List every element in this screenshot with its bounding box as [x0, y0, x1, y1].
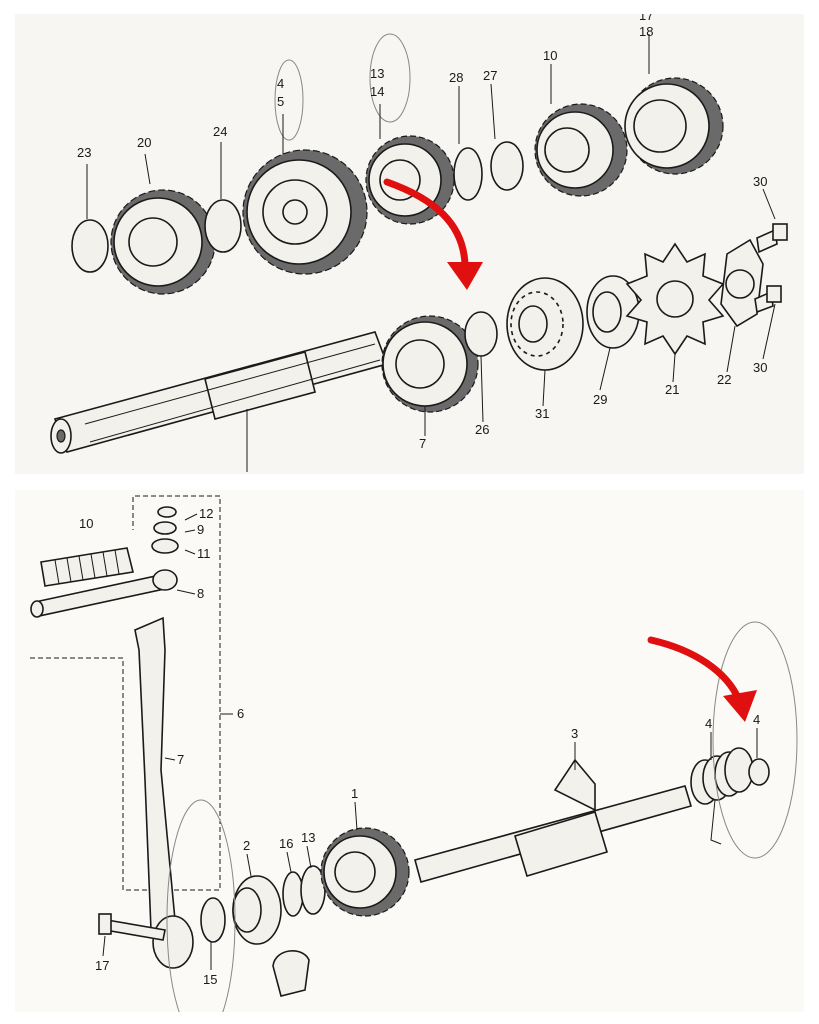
gear-1	[320, 827, 410, 917]
label-12: 12	[199, 506, 213, 521]
clips-12-9-11	[151, 506, 179, 554]
label-7: 7	[419, 436, 426, 451]
label-11: 11	[197, 546, 211, 561]
label-26: 26	[475, 422, 489, 437]
main-shaft	[50, 331, 389, 472]
gear-4-5	[242, 149, 368, 275]
hand-oval-left	[166, 799, 236, 1012]
washer-23	[71, 219, 109, 273]
label-4-washer: 4	[753, 712, 760, 727]
seal-29	[586, 275, 640, 349]
label-17: 17	[639, 14, 653, 23]
label-2: 2	[243, 838, 250, 853]
label-7: 7	[177, 752, 184, 767]
label-4: 4	[277, 76, 284, 91]
label-30-lower: 30	[753, 360, 767, 375]
label-6: 6	[237, 706, 244, 721]
bottom-exploded-view: 12 9 11 10 8 6 7 3 4 4 1 2 16 13 17 15	[30, 495, 798, 1012]
label-20: 20	[137, 135, 151, 150]
top-exploded-view: 23 20 24 4 5 13 14 28 27 10 17 18 30 30 …	[50, 14, 788, 472]
label-10: 10	[79, 516, 93, 531]
ring-16	[282, 871, 304, 917]
label-13: 13	[370, 66, 384, 81]
spring-10	[40, 547, 134, 587]
clip-bottom	[272, 950, 310, 997]
label-23: 23	[77, 145, 91, 160]
bottom-diagram-panel: 12 9 11 10 8 6 7 3 4 4 1 2 16 13 17 15	[15, 490, 804, 1012]
label-28: 28	[449, 70, 463, 85]
gear-7	[381, 315, 479, 413]
spindle-part-2	[232, 875, 282, 945]
washer-27	[490, 141, 524, 191]
label-21: 21	[665, 382, 679, 397]
label-27: 27	[483, 68, 497, 83]
label-13: 13	[301, 830, 315, 845]
washer-24	[204, 199, 242, 253]
return-spring-4	[690, 747, 754, 845]
label-17: 17	[95, 958, 109, 973]
kick-arm-7	[134, 616, 194, 969]
pin-8	[30, 569, 178, 618]
red-arrow-top	[383, 178, 483, 290]
gear-17-18	[624, 77, 724, 175]
sprocket-21	[625, 242, 725, 356]
label-22: 22	[717, 372, 731, 387]
washer-15	[200, 897, 226, 943]
washer-4	[748, 758, 770, 786]
label-9: 9	[197, 522, 204, 537]
label-29: 29	[593, 392, 607, 407]
label-5: 5	[277, 94, 284, 109]
label-30-upper: 30	[753, 174, 767, 189]
bolt-17	[98, 913, 166, 941]
label-1: 1	[351, 786, 358, 801]
gear-20	[110, 189, 216, 295]
gear-10	[534, 103, 628, 197]
kick-spindle-shaft	[414, 758, 693, 883]
label-31: 31	[535, 406, 549, 421]
label-4-spring: 4	[705, 716, 712, 731]
assembly-outline	[30, 495, 221, 891]
clip-28	[453, 147, 483, 201]
label-3: 3	[571, 726, 578, 741]
bearing-31	[506, 277, 584, 371]
lock-plate-22	[720, 238, 764, 328]
label-24: 24	[213, 124, 227, 139]
top-diagram-panel: 23 20 24 4 5 13 14 28 27 10 17 18 30 30 …	[15, 14, 804, 474]
hand-oval-13-14	[369, 33, 411, 123]
label-14: 14	[370, 84, 384, 99]
gear-13-14	[365, 135, 455, 225]
bolts-30	[754, 223, 788, 314]
label-18: 18	[639, 24, 653, 39]
ring-26	[464, 311, 498, 357]
hand-oval-4-5	[274, 59, 304, 141]
red-arrow-bottom	[647, 636, 757, 722]
label-10: 10	[543, 48, 557, 63]
label-15: 15	[203, 972, 217, 987]
label-8: 8	[197, 586, 204, 601]
label-16: 16	[279, 836, 293, 851]
hand-oval-right	[712, 621, 798, 859]
